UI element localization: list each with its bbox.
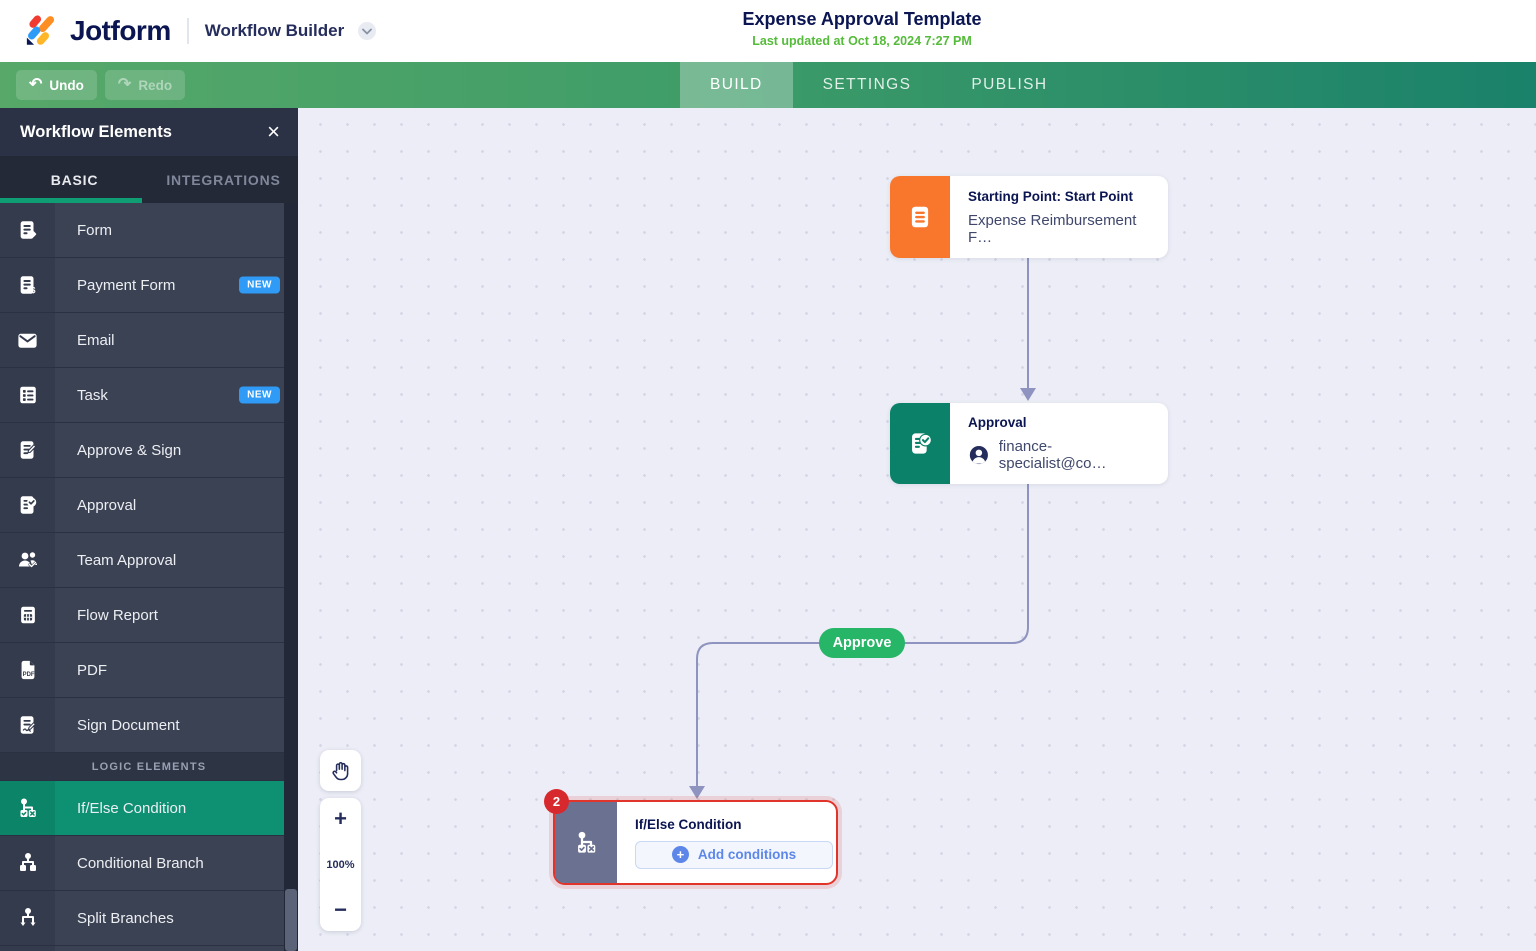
node-approval[interactable]: Approval finance-specialist@co…: [890, 403, 1168, 484]
tab-basic[interactable]: BASIC: [50, 171, 99, 188]
arrowhead-down-icon: [689, 786, 705, 799]
undo-redo-group: ↶ Undo ↷ Redo: [16, 70, 186, 100]
hand-pan-icon: [331, 761, 348, 780]
product-name[interactable]: Workflow Builder: [204, 21, 345, 40]
arrowhead-down-icon: [1020, 388, 1036, 401]
svg-text:$: $: [30, 286, 35, 295]
undo-icon: ↶: [29, 76, 43, 93]
error-count-badge: 2: [544, 789, 569, 814]
node-starting-point[interactable]: Starting Point: Start Point Expense Reim…: [890, 176, 1168, 258]
sidebar-item-approve-sign[interactable]: Approve & Sign: [0, 423, 298, 478]
assignee-email: finance-specialist@co…: [998, 438, 1107, 472]
logo-wordmark[interactable]: Jotform: [70, 15, 171, 46]
sign-document-icon: [0, 698, 55, 752]
tab-settings[interactable]: SETTINGS: [822, 76, 912, 93]
form-icon: [0, 203, 55, 257]
edge-label-approve[interactable]: Approve: [819, 628, 905, 658]
new-badge: NEW: [239, 386, 280, 404]
plus-icon: +: [671, 846, 689, 863]
workflow-elements-panel: Workflow Elements × BASIC INTEGRATIONS F…: [0, 108, 298, 951]
sidebar-scrollbar-track: [284, 203, 298, 951]
mode-tabs: BUILD SETTINGS PUBLISH: [680, 62, 1078, 108]
if-else-icon: [0, 781, 55, 835]
logic-elements-section-label: LOGIC ELEMENTS: [0, 753, 298, 781]
sidebar-item-task[interactable]: Task NEW: [0, 368, 298, 423]
tab-build[interactable]: BUILD: [680, 62, 793, 108]
redo-button[interactable]: ↷ Redo: [104, 70, 186, 100]
sidebar-item-flow-report[interactable]: Flow Report: [0, 588, 298, 643]
node-if-else-condition[interactable]: 2 If/Else Condition + Add conditions: [544, 789, 838, 885]
tab-publish[interactable]: PUBLISH: [971, 76, 1048, 93]
main-toolbar: ↶ Undo ↷ Redo BUILD SETTINGS PUBLISH: [0, 62, 1536, 108]
pan-tool-button[interactable]: [320, 750, 361, 791]
element-list: Form $ Payment Form NEW Email: [0, 203, 298, 951]
pdf-icon: PDF: [0, 643, 55, 697]
sidebar-scrollbar-thumb[interactable]: [285, 889, 297, 951]
team-approval-icon: [0, 533, 55, 587]
task-icon: [0, 368, 55, 422]
panel-tabs: BASIC INTEGRATIONS: [0, 156, 298, 203]
sidebar-item-split-branches[interactable]: Split Branches: [0, 891, 298, 946]
approval-check-icon: [890, 403, 950, 484]
brand-area: Jotform Workflow Builder: [22, 0, 377, 62]
sidebar-item-email[interactable]: Email: [0, 313, 298, 368]
jotform-logo-icon[interactable]: [22, 13, 58, 49]
approve-sign-icon: [0, 423, 55, 477]
panel-title: Workflow Elements: [20, 122, 172, 141]
split-branches-icon: [0, 891, 55, 945]
sidebar-item-payment-form[interactable]: $ Payment Form NEW: [0, 258, 298, 313]
payment-form-icon: $: [0, 258, 55, 312]
product-switcher-dropdown[interactable]: [358, 22, 377, 40]
sidebar-item-conditional-branch[interactable]: Conditional Branch: [0, 836, 298, 891]
workflow-canvas[interactable]: Starting Point: Start Point Expense Reim…: [298, 108, 1536, 951]
undo-button[interactable]: ↶ Undo: [16, 70, 97, 100]
if-else-icon: [555, 802, 617, 883]
workflow-title[interactable]: Expense Approval Template: [742, 9, 982, 29]
sidebar-item-if-else-condition[interactable]: If/Else Condition: [0, 781, 298, 836]
zoom-out-button[interactable]: −: [334, 897, 347, 922]
sidebar-item-approval[interactable]: Approval: [0, 478, 298, 533]
workflow-title-block: Expense Approval Template Last updated a…: [742, 9, 981, 48]
sidebar-item-form[interactable]: Form: [0, 203, 298, 258]
svg-text:PDF: PDF: [22, 672, 34, 678]
last-updated-text: Last updated at Oct 18, 2024 7:27 PM: [752, 34, 972, 48]
node-subtitle: Expense Reimbursement F…: [968, 211, 1137, 246]
form-document-icon: [890, 176, 950, 258]
person-avatar-icon: [969, 445, 988, 465]
zoom-controls: + 100% −: [320, 798, 361, 931]
active-tab-underline: [0, 198, 142, 203]
close-icon[interactable]: ×: [267, 119, 280, 144]
sidebar-item-sign-document[interactable]: Sign Document: [0, 698, 298, 753]
tab-integrations[interactable]: INTEGRATIONS: [166, 171, 281, 188]
brand-divider: [186, 18, 189, 44]
chevron-down-icon: [362, 28, 373, 34]
node-title: If/Else Condition: [635, 816, 742, 832]
panel-header: Workflow Elements ×: [0, 108, 298, 156]
sidebar-item-partial: [0, 946, 298, 951]
redo-icon: ↷: [117, 76, 132, 93]
sidebar-item-pdf[interactable]: PDF PDF: [0, 643, 298, 698]
conditional-branch-icon: [0, 836, 55, 890]
zoom-in-button[interactable]: +: [334, 806, 347, 831]
node-title: Starting Point: Start Point: [968, 188, 1133, 204]
email-icon: [0, 313, 55, 367]
approval-icon: [0, 478, 55, 532]
add-conditions-button[interactable]: + Add conditions: [635, 840, 833, 869]
new-badge: NEW: [239, 276, 280, 294]
flow-report-icon: [0, 588, 55, 642]
node-title: Approval: [968, 415, 1027, 430]
zoom-level-label: 100%: [326, 858, 355, 871]
sidebar-item-team-approval[interactable]: Team Approval: [0, 533, 298, 588]
app-header: Jotform Workflow Builder Expense Approva…: [0, 0, 1536, 62]
